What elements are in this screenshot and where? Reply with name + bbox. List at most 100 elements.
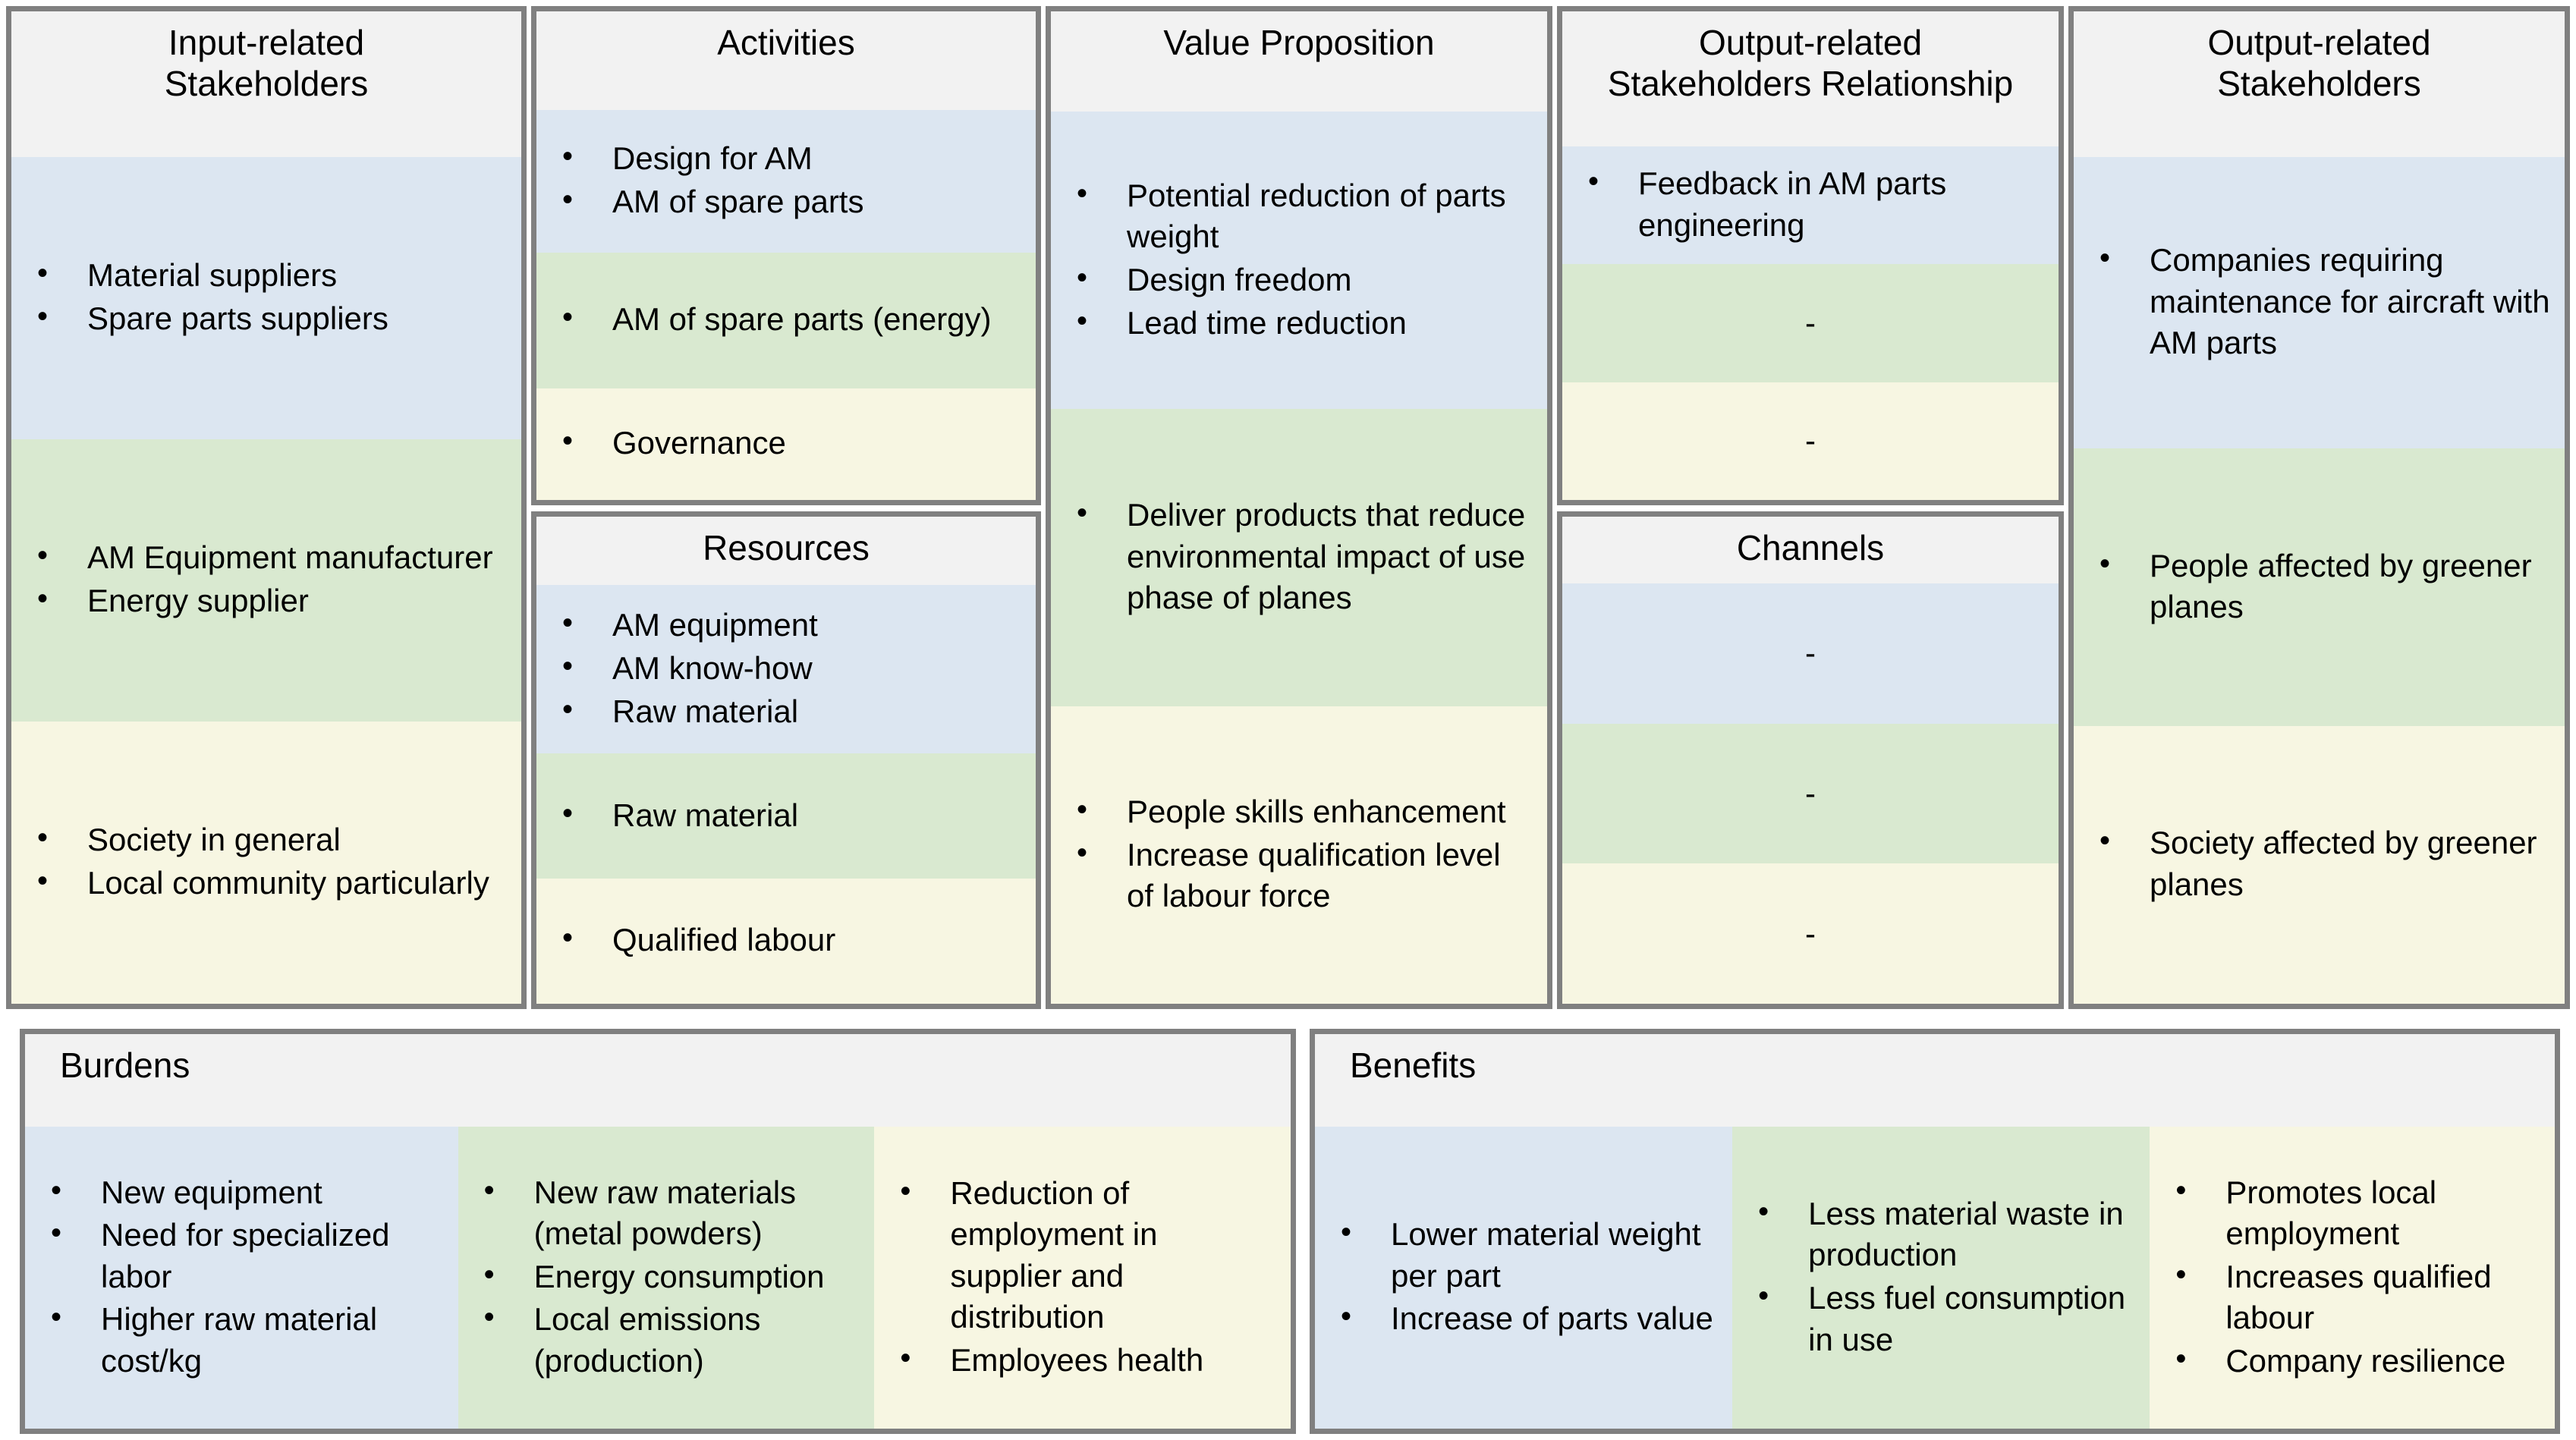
block-title-channels: Channels [1562,517,2059,583]
bullet-list: Less material waste in production Less f… [1732,1192,2150,1362]
band-cream-value-proposition: People skills enhancement Increase quali… [1051,706,1547,1004]
list-item: People affected by greener planes [2092,544,2551,628]
band-cream-stakeholders-relationship: - [1562,382,2059,500]
empty-value: - [1805,304,1816,341]
bullet-list: Deliver products that reduce environment… [1051,493,1547,621]
bullet-list: New raw materials (metal powders) Energy… [458,1171,875,1384]
band-green-output-related-stakeholders: People affected by greener planes [2074,448,2565,727]
band-blue-output-related-stakeholders: Companies requiring maintenance for airc… [2074,157,2565,449]
list-item: Less material waste in production [1750,1192,2136,1276]
bands-output-related-stakeholders: Companies requiring maintenance for airc… [2074,157,2565,1004]
bullet-list: AM of spare parts (energy) [536,297,1036,342]
bands-benefits: Lower material weight per part Increase … [1315,1127,2555,1429]
block-activities: Activities Design for AM AM of spare par… [531,6,1041,505]
bullet-list: People affected by greener planes [2074,544,2565,630]
list-item: People skills enhancement [1069,790,1533,833]
band-cream-resources: Qualified labour [536,879,1036,1004]
list-item: Increase qualification level of labour f… [1069,833,1533,917]
bullet-list: Feedback in AM parts engineering [1562,162,2059,247]
list-item: Society affected by greener planes [2092,821,2551,905]
bullet-list: Design for AM AM of spare parts [536,137,1036,224]
band-blue-channels: - [1562,583,2059,724]
list-item: Qualified labour [555,918,1022,961]
empty-value: - [1805,915,1816,951]
list-item: Increases qualified labour [2168,1255,2541,1339]
band-green-input-related-stakeholders: AM Equipment manufacturer Energy supplie… [11,439,521,722]
block-title-output-related-stakeholders: Output-related Stakeholders [2074,11,2565,157]
list-item: Increase of parts value [1333,1297,1719,1340]
block-channels: Channels - - - [1557,511,2064,1009]
list-item: Design for AM [555,137,1022,180]
empty-value: - [1805,775,1816,811]
block-title-burdens: Burdens [25,1034,1291,1127]
bullet-list: Society in general Local community parti… [11,818,521,905]
bullet-list: Companies requiring maintenance for airc… [2074,238,2565,366]
block-resources: Resources AM equipment AM know-how Raw m… [531,511,1041,1009]
bands-value-proposition: Potential reduction of parts weight Desi… [1051,112,1547,1004]
bullet-list: Raw material [536,794,1036,838]
band-green-stakeholders-relationship: - [1562,264,2059,382]
bullet-list: People skills enhancement Increase quali… [1051,790,1547,919]
list-item: Society in general [30,818,508,861]
block-burdens: Burdens New equipment Need for specializ… [20,1029,1296,1434]
bullet-list: Governance [536,421,1036,466]
band-green-activities: AM of spare parts (energy) [536,253,1036,389]
band-green-channels: - [1562,723,2059,864]
band-blue-burdens: New equipment Need for specialized labor… [25,1127,458,1429]
band-blue-benefits: Lower material weight per part Increase … [1315,1127,1733,1429]
band-green-value-proposition: Deliver products that reduce environment… [1051,409,1547,706]
list-item: Employees health [892,1338,1277,1382]
list-item: Energy consumption [477,1255,861,1298]
band-green-burdens: New raw materials (metal powders) Energy… [458,1127,875,1429]
list-item: Raw material [555,690,1022,733]
band-cream-benefits: Promotes local employment Increases qual… [2150,1127,2555,1429]
bands-resources: AM equipment AM know-how Raw material Ra… [536,585,1036,1004]
list-item: Higher raw material cost/kg [43,1297,445,1382]
block-output-related-stakeholders: Output-related Stakeholders Companies re… [2068,6,2570,1009]
empty-value: - [1805,635,1816,671]
bullet-list: Promotes local employment Increases qual… [2150,1171,2555,1384]
list-item: Deliver products that reduce environment… [1069,493,1533,619]
band-blue-resources: AM equipment AM know-how Raw material [536,585,1036,754]
empty-value: - [1805,423,1816,459]
band-blue-value-proposition: Potential reduction of parts weight Desi… [1051,112,1547,409]
band-cream-input-related-stakeholders: Society in general Local community parti… [11,722,521,1004]
band-cream-activities: Governance [536,388,1036,500]
block-title-benefits: Benefits [1315,1034,2555,1127]
bands-activities: Design for AM AM of spare parts AM of sp… [536,110,1036,500]
band-blue-activities: Design for AM AM of spare parts [536,110,1036,253]
block-input-related-stakeholders: Input-related Stakeholders Material supp… [6,6,527,1009]
list-item: Less fuel consumption in use [1750,1276,2136,1360]
bands-output-related-stakeholders-relationship: Feedback in AM parts engineering - - [1562,146,2059,500]
bands-input-related-stakeholders: Material suppliers Spare parts suppliers… [11,157,521,1004]
band-green-benefits: Less material waste in production Less f… [1732,1127,2150,1429]
bands-burdens: New equipment Need for specialized labor… [25,1127,1291,1429]
list-item: AM Equipment manufacturer [30,536,508,579]
list-item: AM equipment [555,603,1022,646]
list-item: New raw materials (metal powders) [477,1171,861,1255]
block-title-input-related-stakeholders: Input-related Stakeholders [11,11,521,157]
block-title-value-proposition: Value Proposition [1051,11,1547,112]
band-green-resources: Raw material [536,753,1036,879]
bullet-list: AM equipment AM know-how Raw material [536,603,1036,734]
bullet-list: Qualified labour [536,918,1036,963]
list-item: Potential reduction of parts weight [1069,174,1533,258]
block-output-related-stakeholders-relationship: Output-related Stakeholders Relationship… [1557,6,2064,505]
band-cream-channels: - [1562,863,2059,1004]
band-blue-stakeholders-relationship: Feedback in AM parts engineering [1562,146,2059,265]
list-item: Design freedom [1069,258,1533,301]
list-item: Governance [555,421,1022,464]
list-item: Lead time reduction [1069,301,1533,344]
list-item: Feedback in AM parts engineering [1581,162,2045,246]
list-item: AM of spare parts [555,180,1022,223]
list-item: Lower material weight per part [1333,1212,1719,1297]
bullet-list: Material suppliers Spare parts suppliers [11,253,521,341]
list-item: Promotes local employment [2168,1171,2541,1255]
block-title-output-related-stakeholders-relationship: Output-related Stakeholders Relationship [1562,11,2059,146]
band-cream-burdens: Reduction of employment in supplier and … [874,1127,1291,1429]
list-item: AM know-how [555,646,1022,690]
list-item: AM of spare parts (energy) [555,297,1022,341]
bullet-list: AM Equipment manufacturer Energy supplie… [11,536,521,623]
list-item: Companies requiring maintenance for airc… [2092,238,2551,364]
block-benefits: Benefits Lower material weight per part … [1310,1029,2560,1434]
